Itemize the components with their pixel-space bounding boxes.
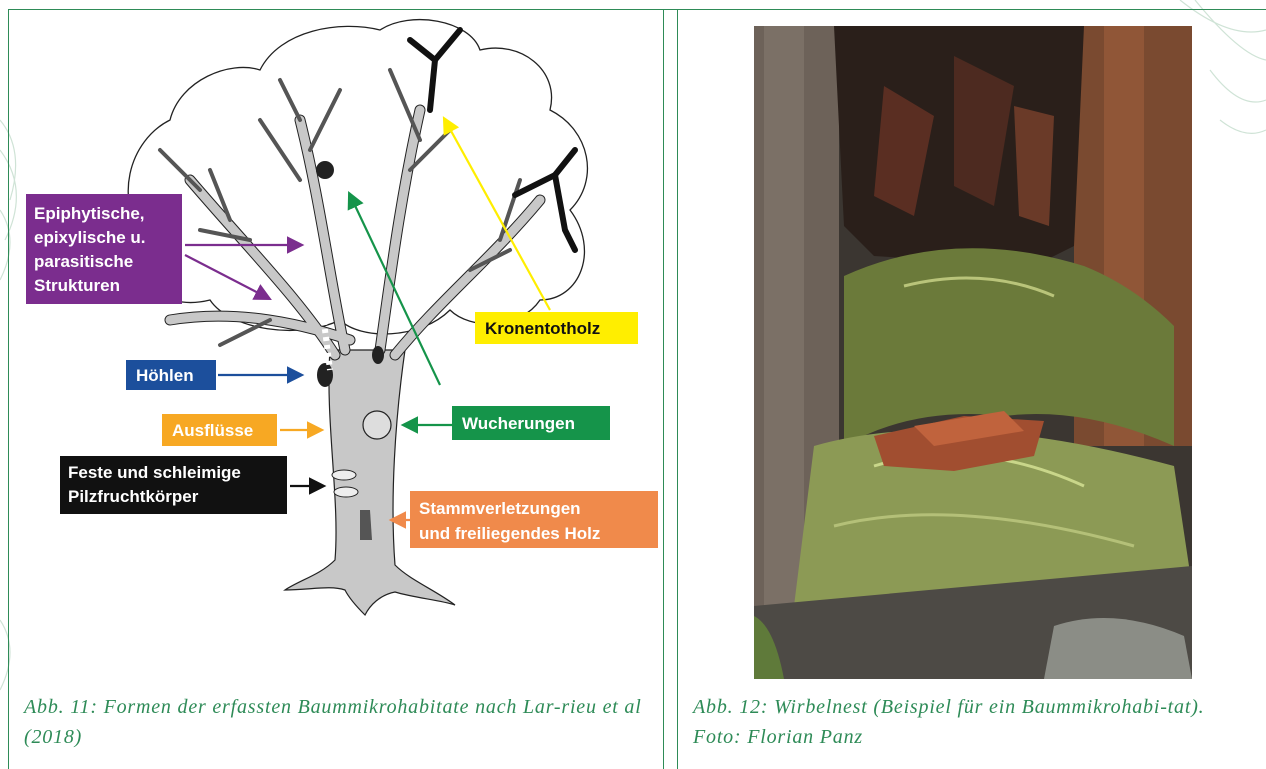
caption-figure-11: Abb. 11: Formen der erfassten Baummikroh… (24, 692, 654, 752)
label-trunk-injuries-line-2: und freiliegendes Holz (419, 524, 600, 543)
tree-trunk (285, 350, 455, 615)
label-growths: Wucherungen (452, 406, 610, 440)
label-trunk-injuries: Stammverletzungen und freiliegendes Holz (410, 491, 658, 548)
label-epiphytes: Epiphytische, epixylische u. parasitisch… (26, 194, 182, 304)
tree-crown (128, 20, 587, 334)
caption-figure-12: Abb. 12: Wirbelnest (Beispiel für ein Ba… (693, 692, 1253, 752)
label-outflows-text: Ausflüsse (172, 421, 253, 440)
label-fungi: Feste und schleimige Pilzfruchtkörper (60, 456, 287, 514)
label-epiphytes-line-4: Strukturen (34, 276, 120, 295)
tree-microhabitat-diagram: Epiphytische, epixylische u. parasitisch… (15, 0, 660, 625)
label-growths-text: Wucherungen (462, 414, 575, 433)
label-epiphytes-line-2: epixylische u. (34, 228, 146, 247)
label-cavities: Höhlen (126, 360, 216, 390)
label-epiphytes-line-1: Epiphytische, (34, 204, 145, 223)
label-crown-deadwood-text: Kronentotholz (485, 319, 600, 338)
label-cavities-text: Höhlen (136, 366, 194, 385)
label-epiphytes-line-3: parasitische (34, 252, 133, 271)
label-outflows: Ausflüsse (162, 414, 277, 446)
label-fungi-line-2: Pilzfruchtkörper (68, 487, 199, 506)
label-trunk-injuries-line-1: Stammverletzungen (419, 499, 581, 518)
label-crown-deadwood: Kronentotholz (475, 312, 638, 344)
whirl-nest-photo (754, 26, 1192, 679)
label-fungi-line-1: Feste und schleimige (68, 463, 241, 482)
